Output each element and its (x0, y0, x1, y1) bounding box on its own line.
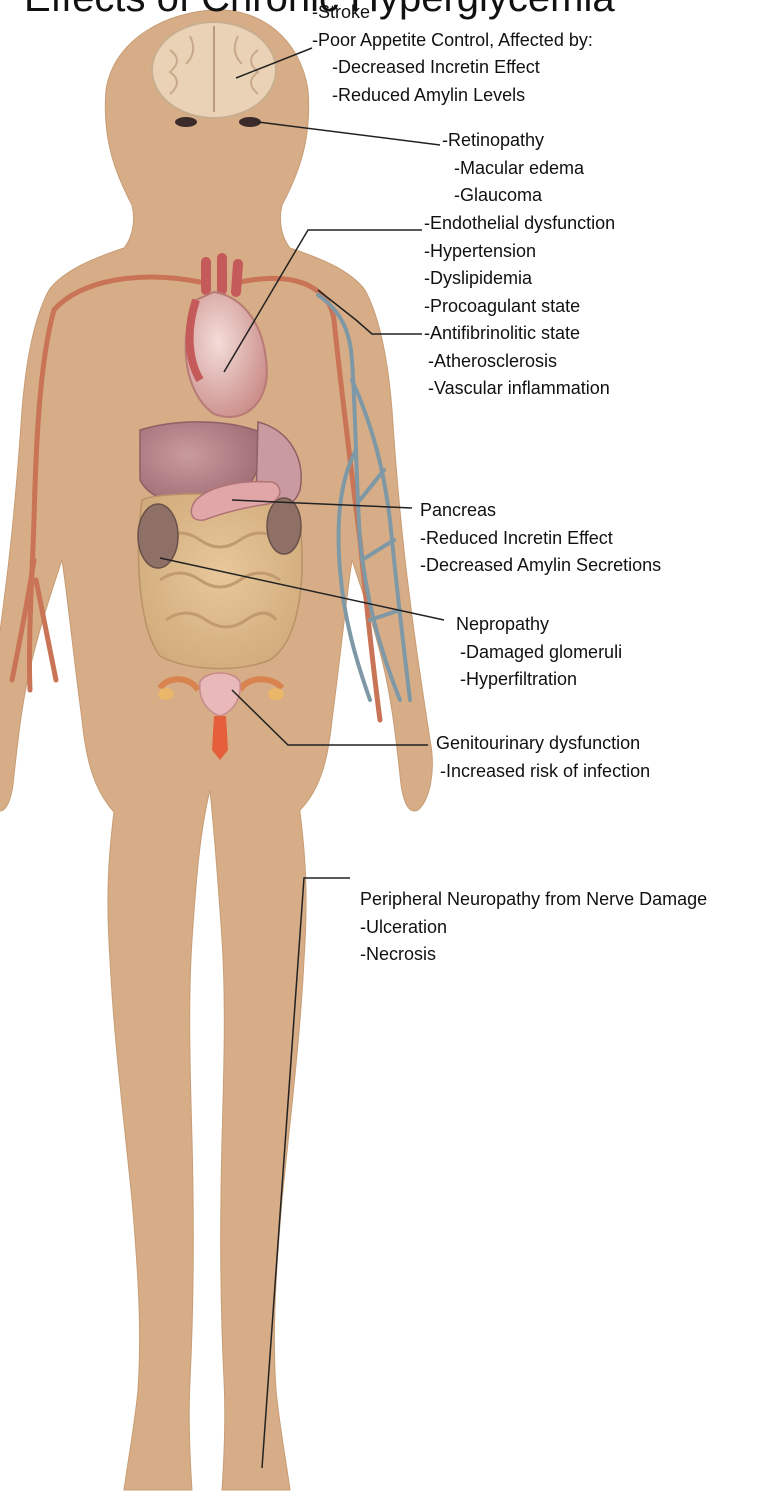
vascular-effect-endothelial: -Endothelial dysfunction (424, 210, 615, 238)
brain-effect-stroke: -Stroke (312, 0, 593, 27)
eye-effect-macular-edema: -Macular edema (442, 155, 584, 183)
nerve-effects: Peripheral Neuropathy from Nerve Damage … (360, 886, 707, 969)
brain-effect-appetite: -Poor Appetite Control, Affected by: (312, 27, 593, 55)
brain-effect-incretin: -Decreased Incretin Effect (312, 54, 593, 82)
vascular-effect-hypertension: -Hypertension (424, 238, 615, 266)
vascular-effect-antifibrinolitic: -Antifibrinolitic state (424, 320, 615, 348)
genitourinary-effects: Genitourinary dysfunction -Increased ris… (436, 730, 650, 785)
pancreas-effects: Pancreas -Reduced Incretin Effect -Decre… (420, 497, 661, 580)
kidney-heading: Nepropathy (456, 611, 622, 639)
kidney-effect-hyperfiltration: -Hyperfiltration (456, 666, 622, 694)
vascular-effect-inflammation: -Vascular inflammation (424, 375, 615, 403)
brain-effect-amylin: -Reduced Amylin Levels (312, 82, 593, 110)
kidney-effects: Nepropathy -Damaged glomeruli -Hyperfilt… (456, 611, 622, 694)
nerve-effect-necrosis: -Necrosis (360, 941, 707, 969)
nerve-heading: Peripheral Neuropathy from Nerve Damage (360, 886, 707, 914)
vascular-effects: -Endothelial dysfunction -Hypertension -… (424, 210, 615, 403)
eye-effect-retinopathy: -Retinopathy (442, 127, 584, 155)
vascular-effect-procoagulant: -Procoagulant state (424, 293, 615, 321)
eye-effects: -Retinopathy -Macular edema -Glaucoma (442, 127, 584, 210)
brain-effects: -Stroke -Poor Appetite Control, Affected… (312, 0, 593, 109)
kidney-effect-glomeruli: -Damaged glomeruli (456, 639, 622, 667)
pancreas-effect-incretin: -Reduced Incretin Effect (420, 525, 661, 553)
pancreas-heading: Pancreas (420, 497, 661, 525)
vascular-effect-dyslipidemia: -Dyslipidemia (424, 265, 615, 293)
pancreas-effect-amylin: -Decreased Amylin Secretions (420, 552, 661, 580)
genitourinary-heading: Genitourinary dysfunction (436, 730, 650, 758)
eye-effect-glaucoma: -Glaucoma (442, 182, 584, 210)
vascular-effect-atherosclerosis: -Atherosclerosis (424, 348, 615, 376)
genitourinary-effect-infection: -Increased risk of infection (436, 758, 650, 786)
nerve-effect-ulceration: -Ulceration (360, 914, 707, 942)
